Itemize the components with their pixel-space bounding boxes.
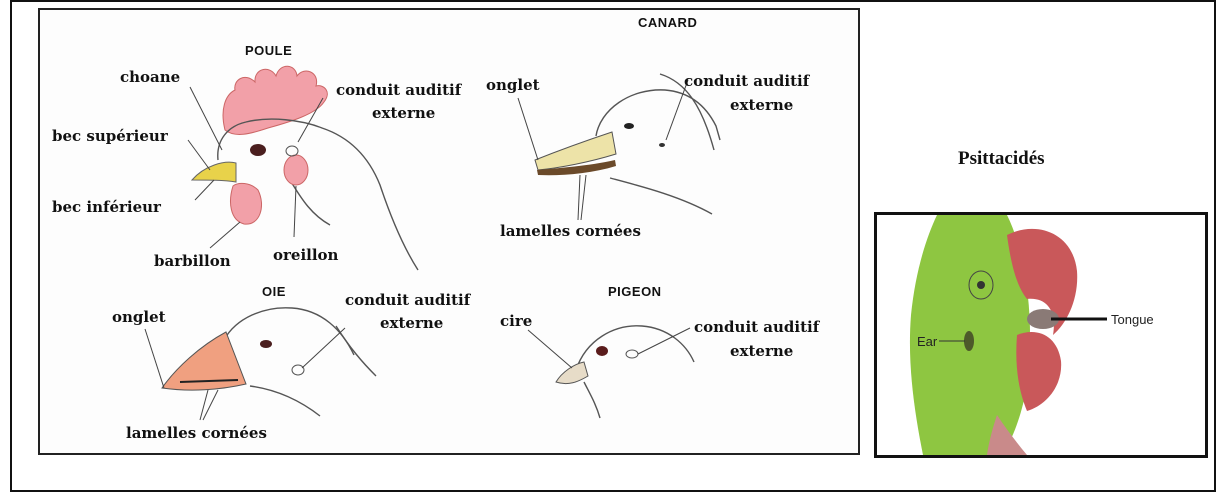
parrot-illustration: Ear Tongue xyxy=(877,215,1205,455)
canard-label-onglet: onglet xyxy=(486,76,540,94)
canard-label-conduit-2: externe xyxy=(730,96,793,114)
pigeon-group: PIGEON cire conduit auditif externe xyxy=(500,284,821,418)
poule-ear-canal xyxy=(286,146,298,156)
poule-wattle xyxy=(231,183,262,224)
poule-label-conduit-1: conduit auditif xyxy=(336,81,463,99)
poule-label-choane: choane xyxy=(120,68,180,86)
oie-group: OIE onglet conduit auditif externe lamel… xyxy=(112,284,472,442)
parrot-ear xyxy=(964,331,974,351)
parrot-eye-pupil xyxy=(977,281,985,289)
poule-label-bec-superieur: bec supérieur xyxy=(52,127,169,145)
poule-eye xyxy=(250,144,266,156)
parrot-lower-beak xyxy=(1016,332,1061,411)
oie-label-conduit-1: conduit auditif xyxy=(345,291,472,309)
canard-label-conduit-1: conduit auditif xyxy=(684,72,811,90)
oie-eye xyxy=(260,340,272,348)
parrot-label-tongue: Tongue xyxy=(1111,312,1154,327)
poule-ear-lobe xyxy=(284,155,308,185)
bird-heads-diagram: POULE choane bec supérieur b xyxy=(40,10,862,457)
poule-title: POULE xyxy=(245,43,292,58)
oie-title: OIE xyxy=(262,284,286,299)
poule-label-bec-inferieur: bec inférieur xyxy=(52,198,162,216)
parrot-image-box: Ear Tongue xyxy=(874,212,1208,458)
psittacides-title: Psittacidés xyxy=(958,148,1045,170)
parrot-label-ear: Ear xyxy=(917,334,938,349)
poule-group: POULE choane bec supérieur b xyxy=(52,43,463,270)
canard-group: CANARD onglet conduit auditif externe la… xyxy=(486,15,811,240)
poule-label-oreillon: oreillon xyxy=(273,246,339,264)
canard-ear-canal xyxy=(659,143,665,147)
canard-title: CANARD xyxy=(638,15,697,30)
canard-label-lamelles: lamelles cornées xyxy=(500,222,641,240)
oie-label-conduit-2: externe xyxy=(380,314,443,332)
pigeon-neck-outline xyxy=(584,382,600,418)
pigeon-label-conduit-1: conduit auditif xyxy=(694,318,821,336)
canard-eye xyxy=(624,123,634,129)
pigeon-title: PIGEON xyxy=(608,284,662,299)
canard-neck-outline xyxy=(610,178,712,214)
poule-beak xyxy=(192,162,236,182)
oie-back-outline xyxy=(336,326,376,376)
oie-neck-outline xyxy=(250,386,320,416)
poule-label-barbillon: barbillon xyxy=(154,252,231,270)
pigeon-label-conduit-2: externe xyxy=(730,342,793,360)
pigeon-eye xyxy=(596,346,608,356)
pigeon-head-outline xyxy=(576,326,694,370)
pigeon-beak xyxy=(556,362,588,384)
poule-label-conduit-2: externe xyxy=(372,104,435,122)
oie-label-onglet: onglet xyxy=(112,308,166,326)
pigeon-label-cire: cire xyxy=(500,312,532,330)
bird-heads-panel: POULE choane bec supérieur b xyxy=(38,8,860,455)
oie-label-lamelles: lamelles cornées xyxy=(126,424,267,442)
oie-ear-canal xyxy=(292,365,304,375)
oie-head-outline xyxy=(224,308,354,355)
pigeon-ear-canal xyxy=(626,350,638,358)
